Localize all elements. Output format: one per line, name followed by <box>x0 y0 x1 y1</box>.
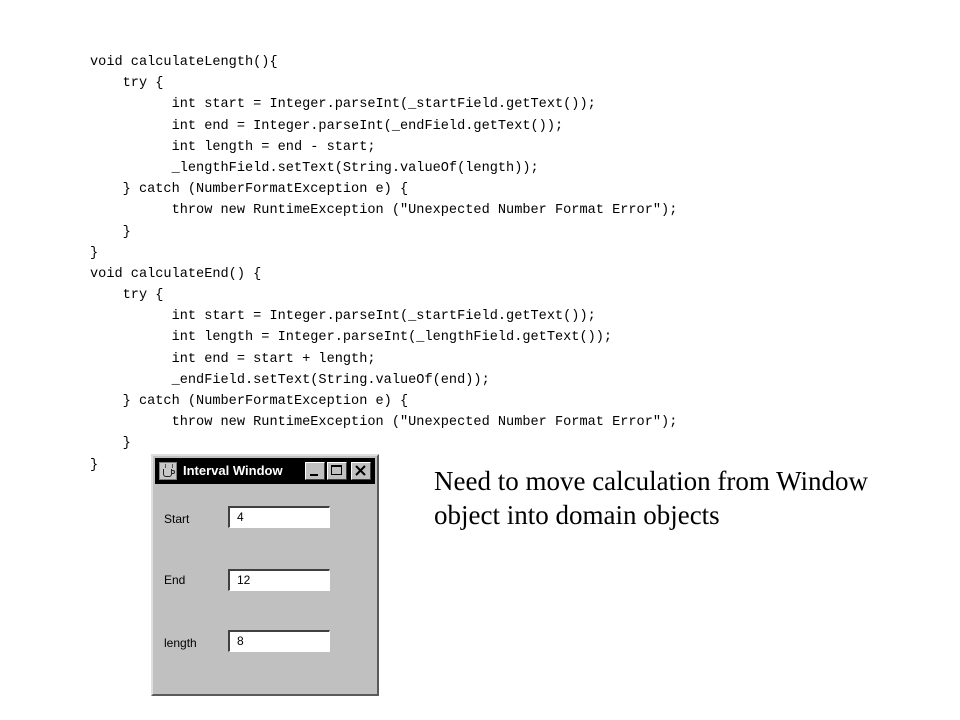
code-line: } <box>90 457 99 473</box>
code-line: } <box>90 245 99 261</box>
code-line: _lengthField.setText(String.valueOf(leng… <box>90 160 539 176</box>
minimize-button[interactable] <box>305 462 325 480</box>
close-icon <box>355 465 366 476</box>
code-line: int length = Integer.parseInt(_lengthFie… <box>90 330 613 346</box>
close-button[interactable] <box>351 462 371 480</box>
java-cup-icon[interactable] <box>159 462 177 480</box>
window-titlebar[interactable]: Interval Window <box>155 458 375 484</box>
code-line: } <box>90 224 131 240</box>
code-line: try { <box>90 76 164 92</box>
code-line: throw new RuntimeException ("Unexpected … <box>90 415 678 431</box>
code-line: void calculateLength(){ <box>90 55 278 70</box>
code-line: int start = Integer.parseInt(_startField… <box>90 309 596 325</box>
code-line: try { <box>90 288 164 304</box>
code-line: int length = end - start; <box>90 139 376 155</box>
code-line: int start = Integer.parseInt(_startField… <box>90 97 596 113</box>
code-listing: void calculateLength(){ try { int start … <box>90 52 850 476</box>
maximize-icon <box>331 465 342 475</box>
code-line: int end = start + length; <box>90 351 376 367</box>
start-field[interactable]: 4 <box>228 506 330 528</box>
code-line: throw new RuntimeException ("Unexpected … <box>90 203 678 219</box>
window-title: Interval Window <box>183 463 283 478</box>
code-line: } catch (NumberFormatException e) { <box>90 182 409 198</box>
start-label: Start <box>164 512 190 526</box>
code-line: } catch (NumberFormatException e) { <box>90 394 409 409</box>
end-field[interactable]: 12 <box>228 569 330 591</box>
code-line: int end = Integer.parseInt(_endField.get… <box>90 118 564 134</box>
code-line: } <box>90 436 131 452</box>
length-field[interactable]: 8 <box>228 630 330 652</box>
end-label: End <box>164 573 186 587</box>
length-label: length <box>164 636 197 650</box>
minimize-icon <box>310 474 318 476</box>
slide-caption: Need to move calculation from Window obj… <box>434 466 869 530</box>
interval-window: Interval Window Start 4 End 12 length 8 <box>151 454 379 696</box>
code-line: _endField.setText(String.valueOf(end)); <box>90 372 490 388</box>
maximize-button[interactable] <box>327 462 347 480</box>
code-line: void calculateEnd() { <box>90 266 262 282</box>
